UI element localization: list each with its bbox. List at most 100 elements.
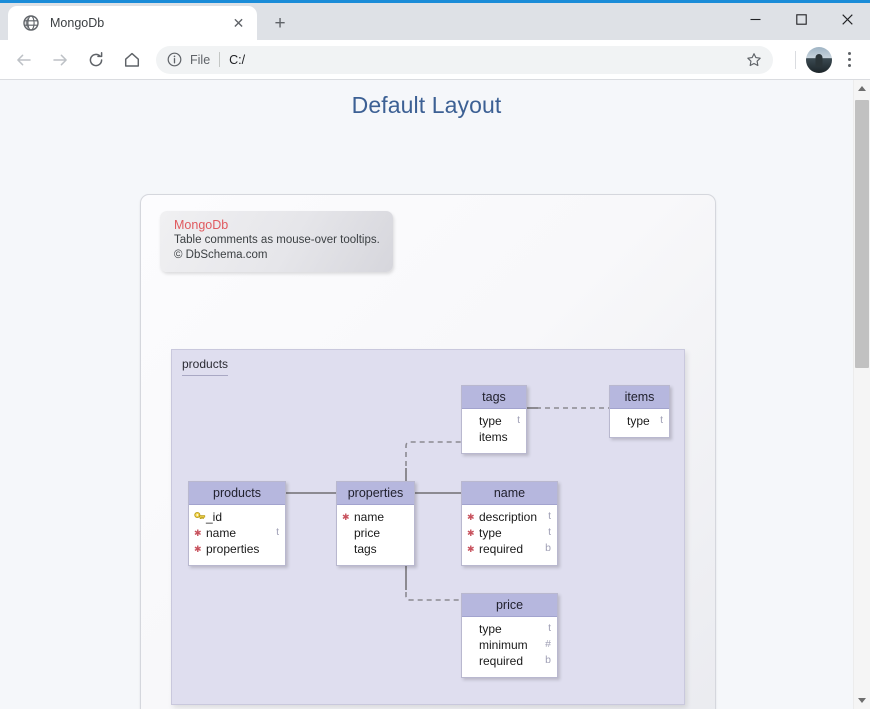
table-columns: _id ✱ name t ✱ properties: [189, 505, 285, 565]
address-bar[interactable]: File C:/: [156, 45, 773, 74]
column-name: type: [479, 622, 502, 636]
table-header[interactable]: tags: [462, 386, 526, 409]
column-name: description: [479, 510, 538, 524]
forward-icon[interactable]: [45, 45, 75, 75]
required-asterisk-icon: ✱: [342, 512, 350, 522]
column-type: t: [517, 414, 520, 426]
reload-icon[interactable]: [81, 45, 111, 75]
column-type: #: [545, 638, 551, 650]
column-name: price: [354, 526, 381, 540]
legend-box: MongoDb Table comments as mouse-over too…: [160, 211, 393, 272]
required-asterisk-icon: ✱: [467, 512, 475, 522]
required-asterisk-icon: ✱: [194, 528, 202, 538]
back-icon[interactable]: [9, 45, 39, 75]
table-columns: ✱ name price tags: [337, 505, 414, 565]
table-row[interactable]: tags: [337, 542, 414, 558]
diagram-container-products: products: [171, 349, 685, 705]
scrollbar-thumb[interactable]: [855, 100, 869, 368]
profile-avatar[interactable]: [806, 46, 832, 73]
minimize-button[interactable]: [732, 3, 778, 36]
page-viewport: Default Layout MongoDb Table comments as…: [0, 80, 870, 709]
required-asterisk-icon: ✱: [194, 544, 202, 554]
maximize-button[interactable]: [778, 3, 824, 36]
vertical-scrollbar[interactable]: [853, 80, 870, 709]
column-type: t: [660, 414, 663, 426]
close-button[interactable]: [824, 3, 870, 36]
table-columns: ✱ description t ✱ type t ✱ r: [462, 505, 557, 565]
tab-title: MongoDb: [50, 16, 105, 30]
column-name: required: [479, 542, 524, 556]
table-header[interactable]: items: [610, 386, 669, 409]
table-row[interactable]: ✱ type t: [462, 526, 557, 542]
new-tab-button[interactable]: +: [274, 12, 286, 34]
table-header[interactable]: products: [189, 482, 285, 505]
column-name: name: [206, 526, 237, 540]
browser-toolbar: File C:/: [0, 40, 870, 80]
table-row[interactable]: ✱ description t: [462, 510, 557, 526]
table-row[interactable]: type t: [462, 414, 526, 430]
window-accent-bar: [0, 0, 870, 3]
html-document: Default Layout MongoDb Table comments as…: [0, 80, 853, 709]
table-row[interactable]: ✱ properties: [189, 542, 285, 558]
table-row[interactable]: items: [462, 430, 526, 446]
scrollbar-track[interactable]: [854, 97, 870, 692]
column-name: name: [354, 510, 385, 524]
table-properties[interactable]: properties ✱ name price: [336, 481, 415, 566]
primary-key-icon: [194, 511, 206, 522]
required-asterisk-icon: ✱: [467, 544, 475, 554]
table-header[interactable]: name: [462, 482, 557, 505]
table-row[interactable]: ✱ required b: [462, 542, 557, 558]
url-text[interactable]: C:/: [229, 52, 246, 67]
column-name: items: [479, 430, 508, 444]
home-icon[interactable]: [117, 45, 147, 75]
column-name: properties: [206, 542, 260, 556]
scroll-down-arrow[interactable]: [854, 692, 870, 709]
legend-title: MongoDb: [174, 218, 229, 232]
table-products[interactable]: products _id: [188, 481, 286, 566]
column-name: type: [627, 414, 650, 428]
column-type: b: [545, 542, 551, 554]
table-row[interactable]: _id: [189, 510, 285, 526]
table-price[interactable]: price type t minimum #: [461, 593, 558, 678]
table-columns: type t minimum # required: [462, 617, 557, 677]
column-name: _id: [206, 510, 223, 524]
table-row[interactable]: ✱ name t: [189, 526, 285, 542]
scroll-up-arrow[interactable]: [854, 80, 870, 97]
legend-line-2: © DbSchema.com: [174, 248, 268, 261]
tab-strip: MongoDb ✕ +: [0, 3, 870, 40]
diagram-namespace-label: products: [182, 357, 229, 376]
close-icon[interactable]: ✕: [232, 15, 245, 31]
table-header[interactable]: price: [462, 594, 557, 617]
column-type: t: [548, 510, 551, 522]
table-row[interactable]: price: [337, 526, 414, 542]
url-separator: [219, 52, 221, 67]
table-header[interactable]: properties: [337, 482, 414, 505]
diagram-card: MongoDb Table comments as mouse-over too…: [140, 194, 716, 709]
legend-line-1: Table comments as mouse-over tooltips.: [174, 234, 380, 246]
table-row[interactable]: ✱ name: [337, 510, 414, 526]
table-row[interactable]: minimum #: [462, 638, 557, 654]
table-name[interactable]: name ✱ description t ✱ type t: [461, 481, 558, 566]
table-tags[interactable]: tags type t items: [461, 385, 527, 454]
column-name: type: [479, 526, 502, 540]
tab-mongodb[interactable]: MongoDb ✕: [8, 6, 257, 40]
globe-icon: [22, 15, 39, 32]
url-scheme-label: File: [190, 52, 211, 67]
required-asterisk-icon: ✱: [467, 528, 475, 538]
window-controls: [732, 3, 870, 36]
toolbar-divider: [795, 50, 796, 69]
column-name: minimum: [479, 638, 528, 652]
bookmark-star-icon[interactable]: [743, 49, 765, 71]
table-row[interactable]: required b: [462, 654, 557, 670]
three-dot-menu-icon[interactable]: [836, 45, 862, 75]
column-name: tags: [354, 542, 377, 556]
table-items[interactable]: items type t: [609, 385, 670, 438]
column-name: type: [479, 414, 502, 428]
info-circle-icon: [166, 51, 183, 68]
table-row[interactable]: type t: [462, 622, 557, 638]
column-type: t: [276, 526, 279, 538]
table-row[interactable]: type t: [610, 414, 669, 430]
table-columns: type t: [610, 409, 669, 437]
table-columns: type t items: [462, 409, 526, 453]
